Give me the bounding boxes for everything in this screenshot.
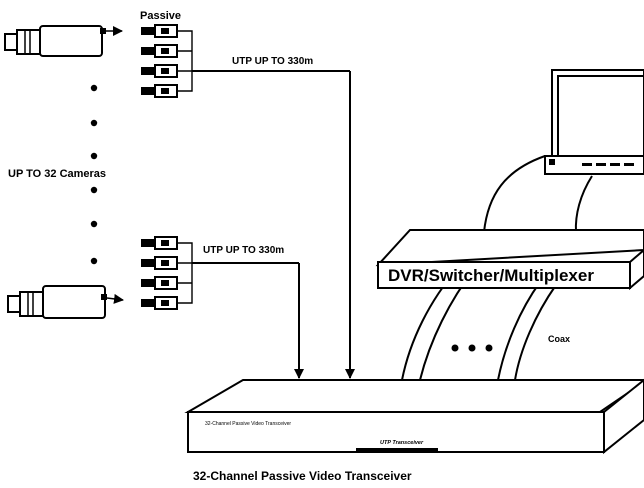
dvr-box xyxy=(375,229,644,291)
transceiver-box xyxy=(184,378,644,455)
camera-icon-bottom xyxy=(7,285,124,319)
balun-icon xyxy=(141,276,178,290)
dvr-label: DVR/Switcher/Multiplexer xyxy=(388,266,594,285)
balun-icon xyxy=(141,44,178,58)
port-strip xyxy=(356,448,438,451)
balun-icon xyxy=(141,84,178,98)
balun-icon xyxy=(141,24,178,38)
utp-distance-label-bottom: UTP UP TO 330m xyxy=(203,245,284,256)
balun-icon xyxy=(141,64,178,78)
camera-icon-top xyxy=(4,25,123,57)
ellipsis-dots xyxy=(90,84,98,265)
utp-distance-label-top: UTP UP TO 330m xyxy=(232,56,313,67)
passive-label: Passive xyxy=(140,10,181,22)
cameras-count-label: UP TO 32 Cameras xyxy=(8,168,106,180)
monitor-icon xyxy=(544,69,644,175)
balun-group-top xyxy=(141,24,355,379)
balun-icon xyxy=(141,296,178,310)
coax-label: Coax xyxy=(548,334,570,344)
transceiver-front-text: 32-Channel Passive Video Transceiver xyxy=(205,421,291,427)
balun-group-bottom xyxy=(141,236,304,379)
balun-icon xyxy=(141,236,178,250)
transceiver-caption: 32-Channel Passive Video Transceiver xyxy=(193,469,412,483)
transceiver-badge: UTP Transceiver xyxy=(380,440,424,446)
balun-icon xyxy=(141,256,178,270)
